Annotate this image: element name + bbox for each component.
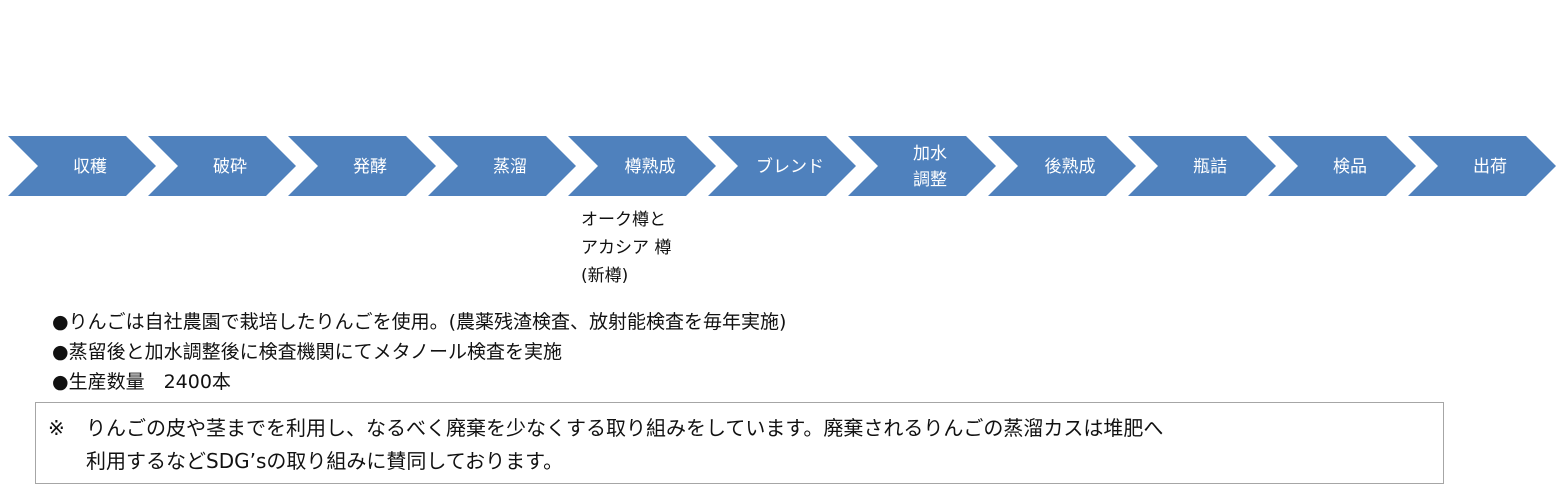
process-step-label: 収穫 — [73, 157, 107, 177]
process-step: 出荷 — [1408, 136, 1556, 196]
process-step: 蒸溜 — [428, 136, 576, 196]
chevron-shape — [148, 136, 296, 196]
bullet-item: ●生産数量 2400本 — [52, 371, 231, 393]
chevron-shape — [568, 136, 716, 196]
process-step-label: 樽熟成 — [625, 156, 676, 177]
note-box: ※ りんごの皮や茎までを利用し、なるべく廃棄を少なくする取り組みをしています。廃… — [35, 402, 1444, 484]
process-step-label: 瓶詰 — [1193, 157, 1227, 177]
chevron-shape — [1268, 136, 1416, 196]
process-step: 樽熟成 — [568, 136, 716, 196]
chevron-shape — [988, 136, 1136, 196]
chevron-shape — [288, 136, 436, 196]
chevron-shape — [1128, 136, 1276, 196]
process-flow: 収穫 破砕 発酵 蒸溜 樽熟成 ブレンド 加水調整 後熟成 瓶詰 検品 出荷 — [8, 136, 1556, 196]
note-line: 利用するなどSDG’sの取り組みに賛同しております。 — [86, 449, 564, 473]
chevron-shape — [708, 136, 856, 196]
note-mark: ※ — [48, 416, 65, 440]
bullet-item: ●蒸留後と加水調整後に検査機関にてメタノール検査を実施 — [52, 341, 563, 363]
note-line: りんごの皮や茎までを利用し、なるべく廃棄を少なくする取り組みをしています。廃棄さ… — [86, 416, 1164, 440]
bullet-list: ●りんごは自社農園で栽培したりんごを使用。(農薬残渣検査、放射能検査を毎年実施)… — [52, 307, 786, 397]
process-step: ブレンド — [708, 136, 856, 196]
process-step-label: 蒸溜 — [493, 157, 527, 177]
process-step: 瓶詰 — [1128, 136, 1276, 196]
process-step-label: 後熟成 — [1045, 156, 1096, 177]
barrel-note-line: アカシア 樽 — [581, 238, 672, 258]
process-step: 発酵 — [288, 136, 436, 196]
process-step-label: 破砕 — [213, 157, 247, 177]
process-step: 後熟成 — [988, 136, 1136, 196]
process-step: 検品 — [1268, 136, 1416, 196]
process-step-label: 検品 — [1333, 157, 1367, 177]
process-step: 破砕 — [148, 136, 296, 196]
barrel-note-line: オーク樽と — [581, 210, 666, 230]
bullet-item: ●りんごは自社農園で栽培したりんごを使用。(農薬残渣検査、放射能検査を毎年実施) — [52, 311, 787, 333]
chevron-shape — [428, 136, 576, 196]
chevron-shape — [1408, 136, 1556, 196]
process-step-label: 出荷 — [1473, 157, 1507, 177]
process-step-label: 調整 — [913, 170, 947, 190]
chevron-shape — [8, 136, 156, 196]
barrel-note-line: (新樽) — [581, 266, 629, 286]
barrel-note: オーク樽と アカシア 樽 (新樽) — [581, 206, 671, 290]
process-step-label: 加水 — [913, 144, 947, 164]
process-step: 加水調整 — [848, 136, 996, 196]
chevron-shape — [848, 136, 996, 196]
process-step-label: 発酵 — [353, 157, 387, 177]
process-step-label: ブレンド — [756, 156, 824, 177]
process-step: 収穫 — [8, 136, 156, 196]
